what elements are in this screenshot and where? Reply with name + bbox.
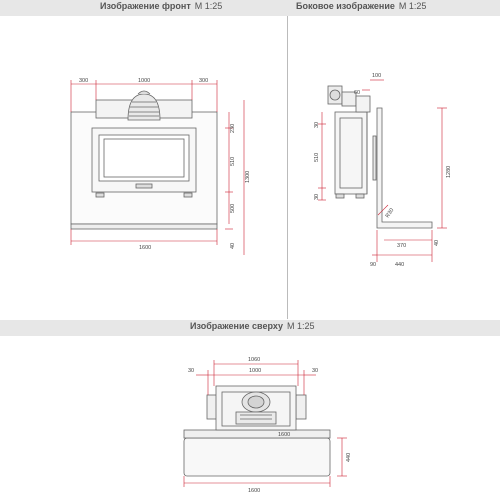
side-fan: [327, 85, 371, 113]
top-dim-1600: 1600: [248, 488, 260, 494]
front-glass: [98, 134, 190, 182]
front-dim-40: 40: [230, 243, 236, 249]
side-dim-30-top: 30: [314, 122, 320, 128]
top-dim-30-left: 30: [188, 368, 194, 374]
side-view: [327, 85, 433, 229]
side-dim-labels: 100 60 30 510 30 R30 1280 370 40 90 440: [314, 73, 452, 268]
side-dim-90: 90: [370, 262, 376, 268]
side-dim-r30: R30: [385, 207, 396, 219]
top-dim-labels: 1060 1000 30 30 1600 1600 440: [188, 357, 352, 494]
front-dim-510: 510: [230, 157, 236, 166]
front-dim-500: 500: [230, 204, 236, 213]
side-dim-1280: 1280: [446, 166, 452, 178]
top-hearth: [183, 437, 331, 477]
top-backplate: [183, 429, 331, 439]
front-dim-230: 230: [230, 124, 236, 133]
side-dimensions: [318, 79, 447, 262]
top-fan: [235, 391, 277, 425]
side-wall-bracket: [376, 107, 433, 229]
top-dim-440: 440: [346, 453, 352, 462]
front-dim-300-left: 300: [79, 78, 88, 84]
side-dim-510: 510: [314, 153, 320, 162]
front-dim-1000: 1000: [138, 78, 150, 84]
front-dome: [127, 90, 161, 121]
top-dim-30-right: 30: [312, 368, 318, 374]
front-base: [70, 223, 218, 230]
front-dimensions: [70, 80, 245, 255]
side-dim-100: 100: [372, 73, 381, 79]
side-dim-60: 60: [354, 90, 360, 96]
top-dim-1600-inner: 1600: [278, 432, 290, 438]
side-dim-30-bottom: 30: [314, 194, 320, 200]
top-dimensions: [183, 360, 347, 487]
front-handle: [135, 183, 153, 189]
front-view: [70, 90, 218, 230]
front-dim-300-right: 300: [199, 78, 208, 84]
top-dim-1060: 1060: [248, 357, 260, 363]
top-view: [183, 385, 331, 477]
front-dim-labels: 300 1000 300 1600 230 510 500 40 1300: [79, 78, 251, 251]
side-dim-370: 370: [397, 243, 406, 249]
front-dim-1300: 1300: [245, 171, 251, 183]
view-divider: [287, 16, 288, 319]
side-dim-40: 40: [434, 240, 440, 246]
front-dim-1600: 1600: [139, 245, 151, 251]
top-dim-1000: 1000: [249, 368, 261, 374]
side-dim-440: 440: [395, 262, 404, 268]
